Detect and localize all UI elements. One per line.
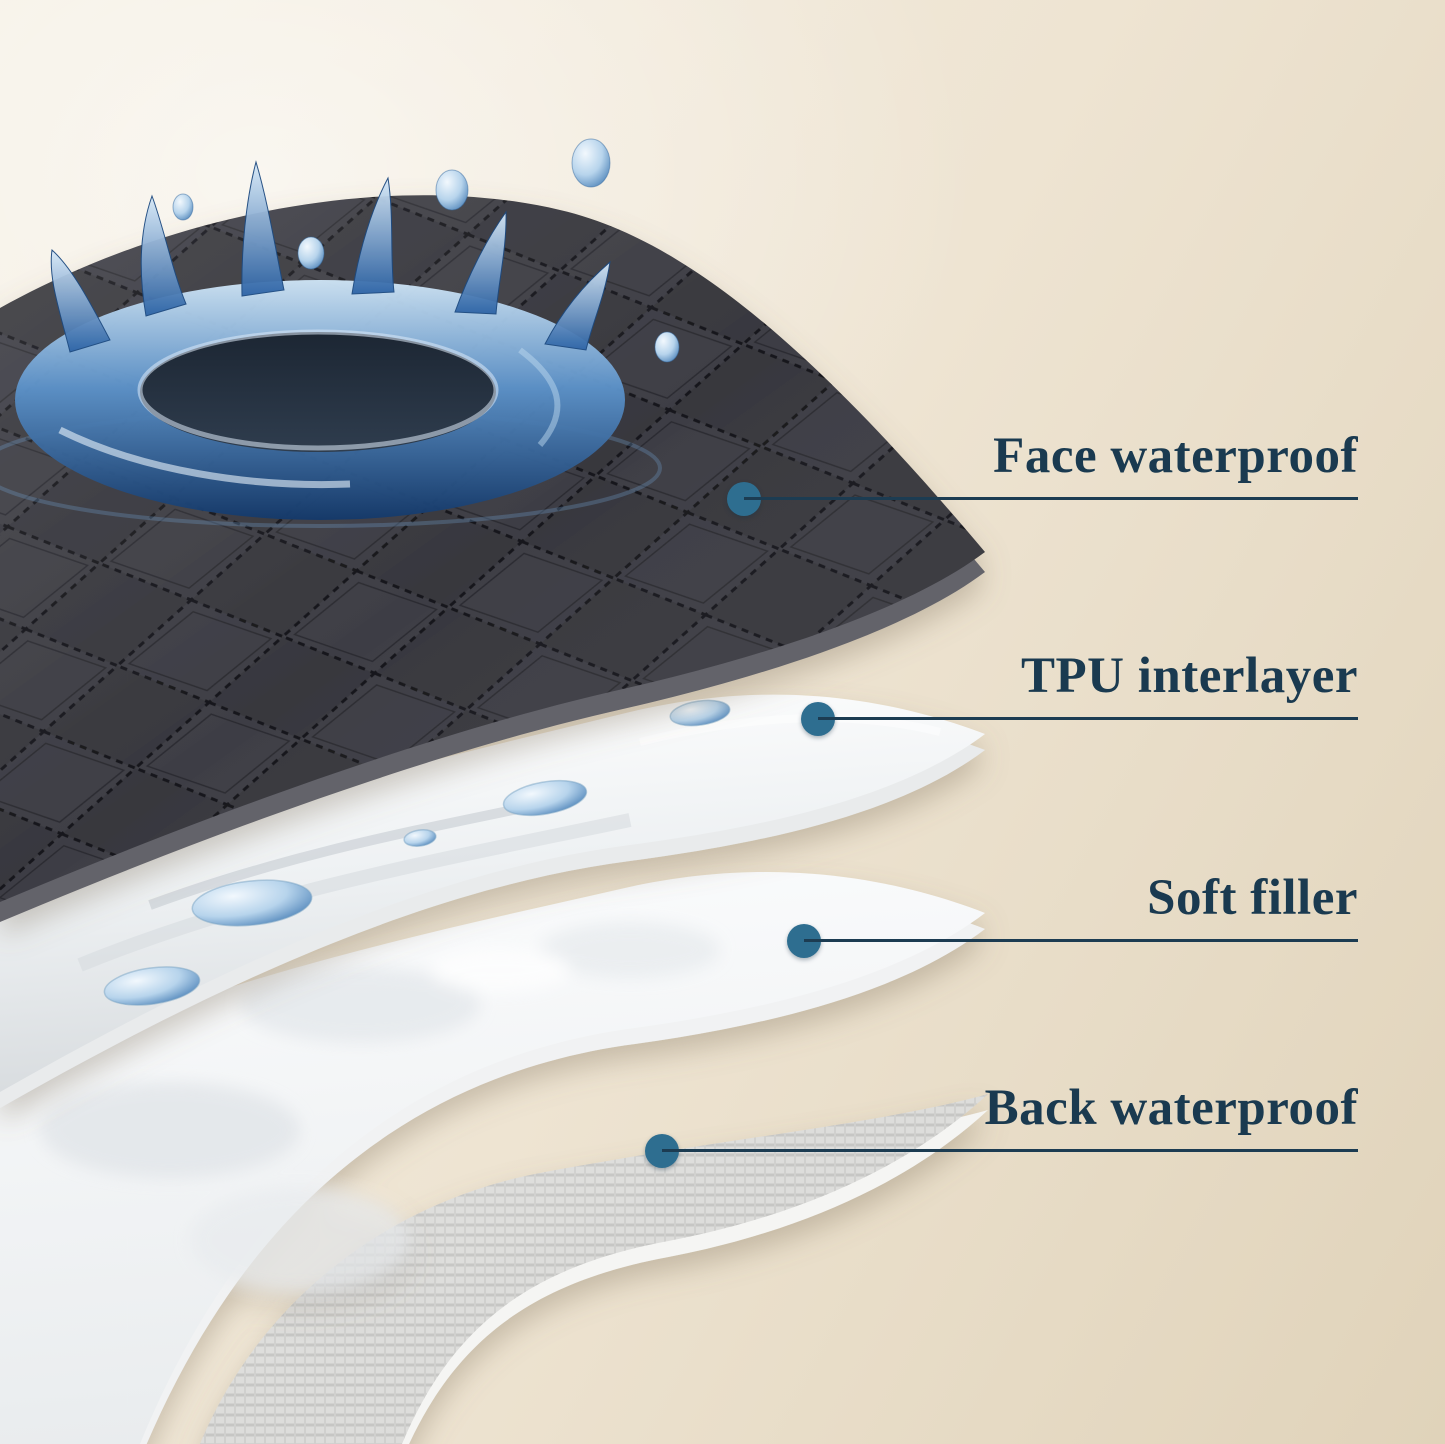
callout-label: Soft filler [1147,870,1358,926]
tpu-interlayer-layer [0,694,985,1108]
callout-line [804,939,1358,942]
callout-line [662,1149,1358,1152]
callout-label: Face waterproof [993,428,1358,484]
callout-line [818,717,1358,720]
splash-crown [50,160,611,353]
water-splash [0,138,680,528]
filler-fluff-texture [40,922,720,1292]
callout-line [744,497,1358,500]
soft-filler-layer [0,872,985,1444]
tpu-water-droplets [103,699,731,1006]
splash-highlights [58,347,561,489]
flying-droplets [172,138,680,363]
callout-label: TPU interlayer [1021,648,1358,704]
callout-label: Back waterproof [984,1080,1358,1136]
